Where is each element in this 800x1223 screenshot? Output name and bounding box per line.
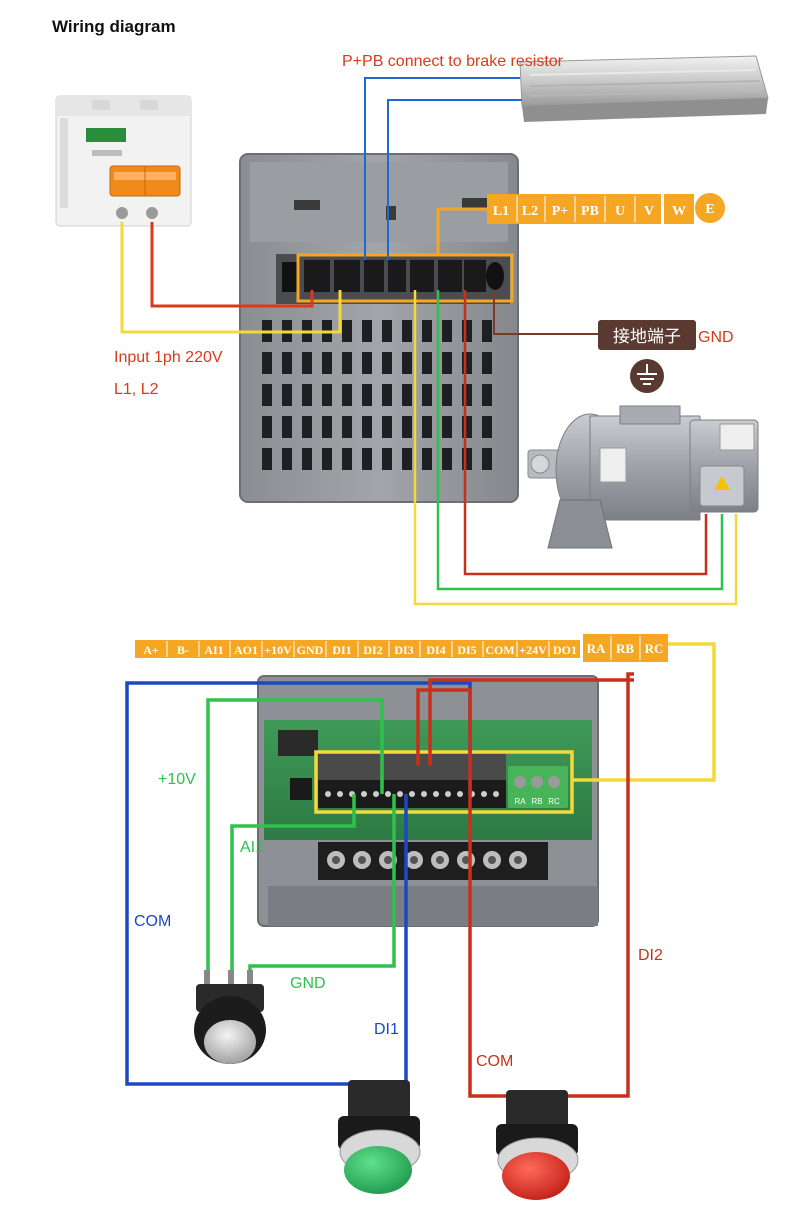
relay-wire: [572, 642, 716, 782]
relay-label-RC: RC: [548, 797, 560, 806]
control-terminal-highlight: [314, 750, 574, 814]
label-di2: DI2: [638, 947, 663, 964]
power-terminal-W: W: [672, 204, 686, 219]
motor-wire-W: [413, 290, 738, 606]
input-wire-L: [120, 222, 342, 334]
page-title: Wiring diagram: [52, 17, 176, 36]
power-terminal-highlight: [296, 253, 514, 303]
svg-text:V: V: [644, 204, 654, 219]
control-terminal-DI1: DI1: [332, 643, 351, 657]
control-terminal-COM: COM: [485, 643, 514, 657]
label-com-red: COM: [476, 1053, 513, 1070]
gear-motor-image: [527, 405, 759, 549]
motor-wire-V: [436, 290, 724, 591]
control-terminal-RC: RC: [645, 641, 664, 656]
power-terminal-V: V: [644, 204, 654, 219]
control-terminal-DI2: DI2: [363, 643, 382, 657]
inverter-body: [239, 153, 519, 503]
wire-ai1: [230, 794, 356, 978]
relay-label-RB: RB: [531, 797, 542, 806]
potentiometer-image: [194, 970, 266, 1064]
control-terminal-strip: A+ B- AI1 AO1 +10V GND DI1 DI2 DI3 DI4 D…: [135, 634, 668, 662]
svg-text:W: W: [672, 204, 686, 219]
ground-wire: [493, 290, 600, 335]
svg-text:L2: L2: [522, 204, 538, 219]
input-wire-N: [150, 222, 314, 308]
motor-wire-U: [463, 290, 708, 576]
power-terminal-leader: [436, 207, 487, 255]
brake-wire-1: [364, 77, 520, 260]
ground-terminal-tag: [598, 320, 696, 350]
power-terminal-PB: PB: [581, 204, 599, 219]
control-terminal-DI4: DI4: [426, 643, 445, 657]
svg-text:P+: P+: [552, 204, 569, 219]
control-board-image: RA RB RC: [257, 675, 599, 927]
brake-wire-2: [387, 99, 522, 260]
ground-symbol-icon: [630, 359, 664, 393]
svg-text:PB: PB: [581, 204, 599, 219]
svg-text:L1: L1: [493, 204, 509, 219]
wire-com-red: [416, 688, 512, 1098]
label-plus10v: +10V: [158, 771, 196, 788]
control-terminal-plus10V: +10V: [264, 643, 292, 657]
red-stop-button-image: [496, 1090, 579, 1200]
control-terminal-Aplus: A+: [143, 643, 159, 657]
svg-text:U: U: [615, 204, 625, 219]
control-terminal-Bminus: B-: [177, 643, 189, 657]
wire-di2-top: [428, 678, 634, 766]
control-terminal-AI1: AI1: [204, 643, 223, 657]
label-gnd-pot: GND: [290, 975, 326, 992]
power-terminal-L2: L2: [522, 204, 538, 219]
input-lines-label: L1, L2: [114, 381, 159, 398]
control-terminal-DI5: DI5: [457, 643, 476, 657]
power-terminal-U: U: [615, 204, 625, 219]
control-terminal-plus24V: +24V: [519, 643, 547, 657]
brake-resistor-label: P+PB connect to brake resistor: [342, 53, 564, 70]
control-terminal-AO1: AO1: [234, 643, 258, 657]
control-terminal-DI3: DI3: [394, 643, 413, 657]
power-terminal-E: E: [705, 202, 714, 217]
relay-label-RA: RA: [514, 797, 526, 806]
control-terminal-DO1: DO1: [553, 643, 577, 657]
wire-plus10v: [206, 698, 384, 978]
green-start-button-image: [338, 1080, 421, 1194]
gnd-label: GND: [698, 329, 734, 346]
input-label: Input 1ph 220V: [114, 349, 223, 366]
brake-resistor-image: [519, 55, 769, 122]
power-terminal-strip: L1 L2 P+ PB U V W E: [487, 193, 725, 224]
label-ai1: AI1: [240, 839, 264, 856]
ground-terminal-label: 接地端子: [613, 327, 681, 346]
power-terminal-L1: L1: [493, 204, 509, 219]
circuit-breaker-image: [55, 95, 192, 227]
label-di1: DI1: [374, 1021, 399, 1038]
control-terminal-RB: RB: [616, 641, 634, 656]
power-terminal-Pplus: P+: [552, 204, 569, 219]
control-terminal-RA: RA: [587, 641, 606, 656]
svg-text:E: E: [705, 202, 714, 217]
wire-di2: [556, 672, 634, 1098]
control-terminal-GND: GND: [297, 643, 324, 657]
label-com-blue: COM: [134, 913, 171, 930]
